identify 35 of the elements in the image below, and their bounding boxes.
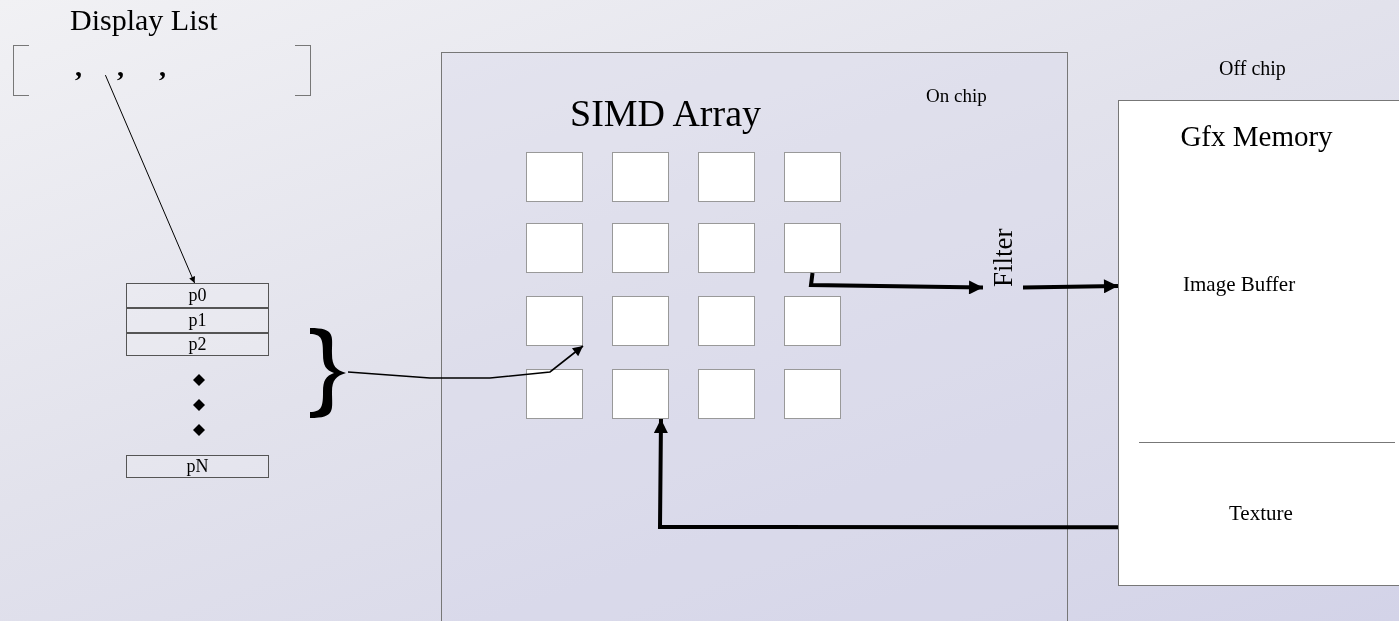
arrow <box>1022 279 1119 294</box>
list-entry: p1 <box>126 308 269 333</box>
arrow <box>808 272 984 295</box>
array-cell <box>526 223 583 273</box>
panel-title: Gfx Memory <box>1179 119 1334 153</box>
array-cell <box>784 223 841 273</box>
array-cell <box>698 296 755 346</box>
array-cell <box>698 223 755 273</box>
array-cell <box>784 296 841 346</box>
array-cell <box>698 152 755 202</box>
array-cell <box>784 152 841 202</box>
array-cell <box>612 223 669 273</box>
region-label: On chip <box>926 85 987 107</box>
arrow <box>104 74 196 284</box>
arrow <box>347 345 584 379</box>
list-separators: , , , <box>75 51 166 83</box>
list-entry: p2 <box>126 333 269 356</box>
array-cell <box>526 152 583 202</box>
region-label: Off chip <box>1219 57 1286 80</box>
array-cell <box>698 369 755 419</box>
arrow <box>653 418 1118 530</box>
filter-label: Filter <box>983 221 1023 295</box>
chip-panel <box>441 52 1068 621</box>
section-label: Image Buffer <box>1183 272 1296 297</box>
array-cell <box>526 369 583 419</box>
array-cell <box>612 296 669 346</box>
list-entry: pN <box>126 455 269 478</box>
array-cell <box>612 369 669 419</box>
panel-title: SIMD Array <box>570 91 762 135</box>
list-heading: Display List <box>70 3 218 37</box>
array-cell <box>612 152 669 202</box>
array-cell <box>526 296 583 346</box>
list-entry: p0 <box>126 283 269 308</box>
section-label: Texture <box>1229 501 1293 526</box>
array-cell <box>784 369 841 419</box>
